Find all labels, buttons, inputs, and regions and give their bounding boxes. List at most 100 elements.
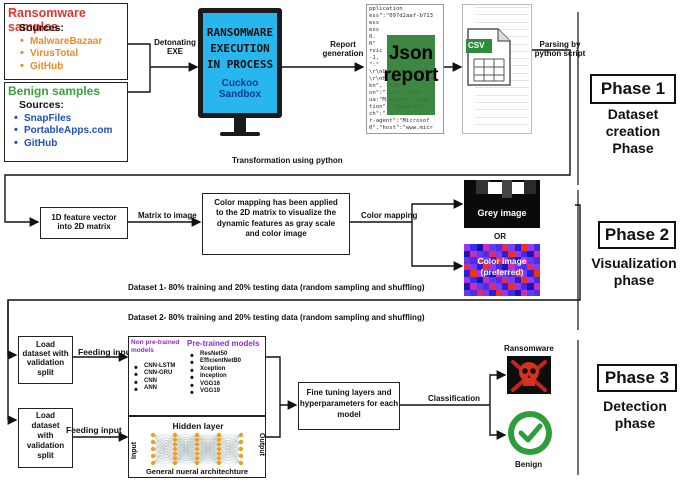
nn-node [172,437,178,442]
nn-edge [196,444,220,464]
feature-vector-box: 1D feature vector into 2D matrix [40,207,128,239]
nn-edge [152,444,176,464]
nn-edge [174,434,198,459]
color-pixel [508,283,516,290]
color-pixel [502,244,509,251]
nn-edge [152,434,176,450]
csv-row-line [475,21,529,23]
model-vgg16: VGG16 [187,380,241,392]
nn-edge [152,455,176,464]
nn-edge [218,441,242,459]
nn-node [172,446,178,452]
json-report-badge [387,35,435,115]
nn-edge [218,434,242,440]
model-vgg19: VGG19 [187,387,241,399]
nn-node [216,451,222,456]
color-pixel [483,270,490,277]
color-pixel [521,250,528,258]
color-pixel [483,250,490,258]
color-pixel [470,250,478,258]
color-pixel [470,270,478,277]
color-pixel [495,244,503,251]
color-pixel [489,283,497,290]
csv-row-line [475,7,529,8]
nn-edge [196,434,220,440]
color-pixel [514,270,522,277]
nn-edge [218,441,242,464]
color-pixel [495,283,503,290]
color-pixel [502,289,509,296]
nn-edge [218,441,242,445]
nn-edge [152,444,176,450]
nn-edge [152,458,176,464]
color-pixel [502,270,509,277]
json-text-line: r-agent":"Microsof [369,118,430,124]
monitor-screen [203,13,277,113]
json-text-line: ess":"097d2aaf-b713 [369,13,433,19]
json-text-line: pplication [369,6,403,12]
nn-edge [218,439,242,443]
nn-edge [152,439,176,443]
nn-edge [218,455,242,459]
load-dataset-box-2: Load dataset with validation split [18,408,73,468]
color-pixel [508,276,516,284]
nn-node [150,446,156,452]
phase-1-subtitle: Dataset creation Phase [605,106,661,156]
sandbox-monitor: RANSOMWARE EXECUTION IN PROCESS Cuckoo S… [198,8,282,148]
color-pixel [470,257,478,264]
color-pixel [476,283,484,290]
monitor-neck [234,118,246,132]
color-pixel [489,276,497,284]
source-malwarebazaar: MalwareBazaar [17,35,102,47]
nn-edge [218,434,242,454]
color-pixel [508,250,516,258]
color-pixel [470,263,478,271]
color-pixel [470,276,478,284]
nn-edge [218,448,242,459]
color-pixel [464,257,471,264]
source-virustotal: VirusTotal [17,47,102,59]
color-pixel [533,263,540,271]
nn-edge [174,448,198,464]
nn-edge [218,434,242,445]
check-icon [507,410,553,456]
classification-label: Classification [428,394,481,403]
color-pixel [533,289,540,296]
nn-caption: General nueral architechture [145,467,249,476]
color-pixel [521,289,528,296]
nn-edge [196,434,220,459]
color-pixel [514,283,522,290]
color-pixel [527,250,535,258]
color-pixel [508,244,516,251]
detonating-exe-label: Detonating EXE [154,38,196,57]
phase-2-subtitle: Visualization phase [591,255,677,288]
color-pixel [476,276,484,284]
grey-image-label: Grey image [477,208,527,218]
csv-file-icon [466,28,511,86]
color-pixel [527,244,535,251]
model-resnet50: ResNet50 [187,350,241,362]
hidden-layer-label: Hidden layer [172,421,224,431]
nn-edge [152,439,176,450]
color-pixel [483,289,490,296]
nn-edge [174,458,198,464]
color-pixel [489,244,497,251]
json-report-label: Json report [383,43,439,86]
color-pixel [508,270,516,277]
nn-node [194,446,200,452]
color-pixel [527,283,535,290]
nn-node [150,460,156,466]
nn-edge [218,434,242,450]
color-pixel [489,257,497,264]
color-pixel [483,276,490,284]
nn-edge [152,434,176,457]
color-pixel [527,289,535,296]
csv-row-line [475,101,529,103]
transformation-label: Transformation using python [232,156,343,165]
nn-node [216,442,222,447]
source-portableapps: PortableApps.com [11,124,112,136]
color-mapping-box: Color mapping has been applied to the 2D… [202,193,350,255]
nn-node [194,437,200,442]
